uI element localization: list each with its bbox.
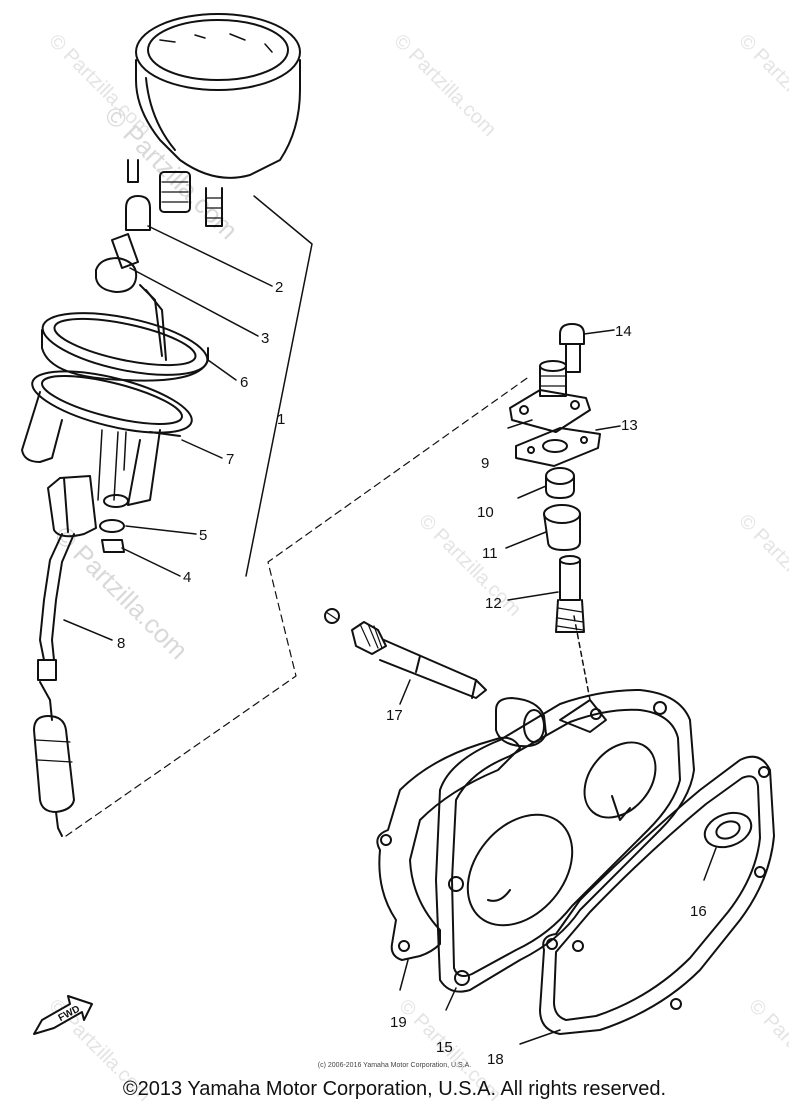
part-label-5: 5	[199, 527, 207, 544]
part-label-2: 2	[275, 279, 283, 296]
part-label-14: 14	[615, 323, 632, 340]
part-label-6: 6	[240, 374, 248, 391]
part-label-15: 15	[436, 1039, 453, 1056]
bearing	[703, 811, 753, 849]
forward-arrow-label: FWD	[57, 1004, 82, 1024]
part-label-16: 16	[690, 903, 707, 920]
part-label-11: 11	[482, 545, 498, 562]
part-label-8: 8	[117, 635, 125, 652]
part-label-9: 9	[481, 455, 489, 472]
bulb-socket	[95, 233, 167, 361]
copyright-notice: ©2013 Yamaha Motor Corporation, U.S.A. A…	[122, 1078, 667, 1100]
bracket	[21, 370, 193, 506]
bushing	[543, 504, 581, 551]
gear-housing	[435, 689, 695, 993]
leader-lines-left	[63, 195, 313, 641]
part-label-12: 12	[485, 595, 502, 612]
driven-gear	[555, 555, 585, 633]
part-label-10: 10	[477, 504, 494, 521]
part-label-17: 17	[386, 707, 403, 724]
dashed-outline	[65, 375, 531, 837]
speedometer-gauge	[135, 13, 301, 179]
oil-seal	[545, 467, 575, 499]
part-label-19: 19	[390, 1014, 407, 1031]
cushion-ring	[41, 312, 209, 382]
speedometer-studs	[127, 159, 223, 227]
small-copyright: (c) 2006-2016 Yamaha Motor Corporation, …	[317, 1062, 472, 1069]
gasket-right	[539, 755, 775, 1035]
gasket-left	[376, 736, 521, 961]
bolt	[559, 323, 585, 373]
part-label-1: 1	[277, 411, 285, 428]
part-label-7: 7	[226, 451, 234, 468]
bracket-studs	[97, 429, 127, 501]
part-labels: 1 2 3 4 5 6 7 8 9 10 11 12 13 14 15 16 1…	[117, 279, 707, 1068]
part-label-4: 4	[183, 569, 191, 586]
bulb	[125, 195, 151, 231]
drive-shaft	[324, 608, 487, 699]
leader-lines-lower	[399, 615, 717, 1045]
part-label-13: 13	[621, 417, 638, 434]
part-label-18: 18	[487, 1051, 504, 1068]
gasket	[515, 427, 601, 467]
washer-nut	[99, 494, 129, 553]
forward-arrow-icon: FWD	[33, 995, 93, 1035]
meter-lead	[33, 475, 97, 837]
leader-17	[399, 679, 411, 705]
sleeve-fitting	[509, 360, 591, 433]
part-label-3: 3	[261, 330, 269, 347]
leader-lines-upper-right	[505, 329, 621, 601]
